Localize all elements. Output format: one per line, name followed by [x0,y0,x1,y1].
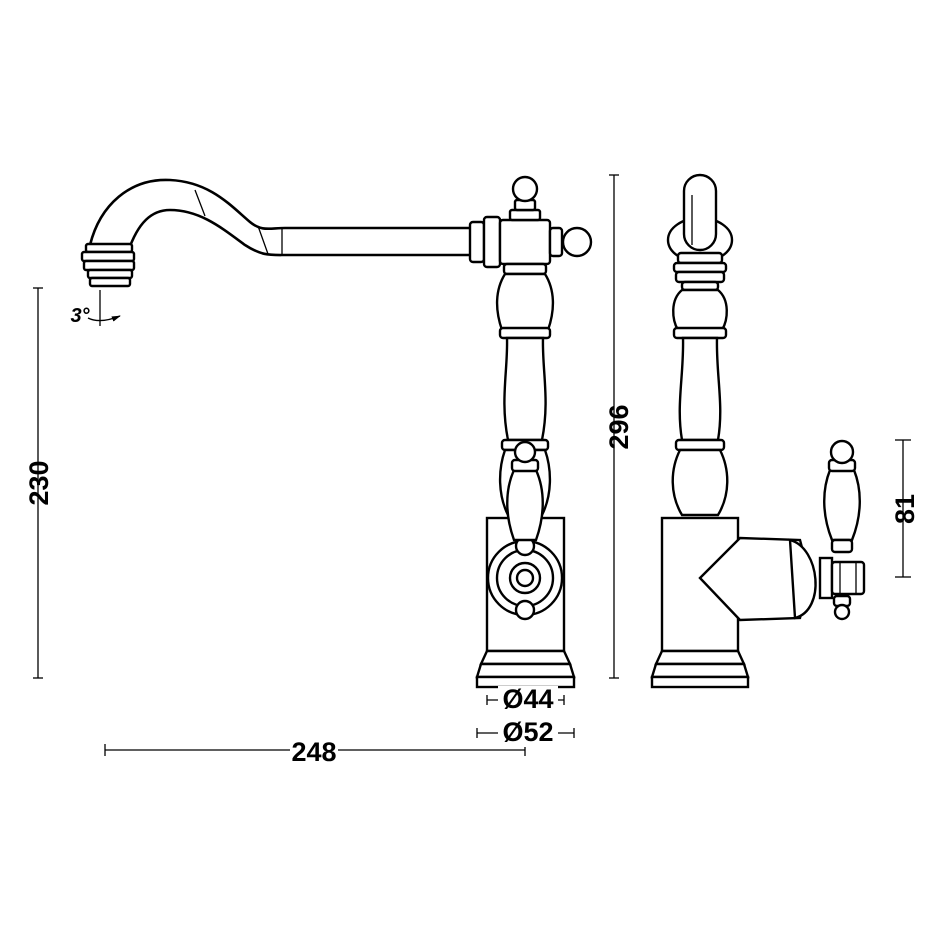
dimension-label-248: 248 [291,737,336,767]
angle-label-3deg: 3° [70,305,90,327]
front-spout [666,173,734,264]
front-base [650,439,866,689]
dimension-label-d52: Ø52 [502,717,553,747]
faucet-base [475,440,576,689]
side-view-faucet [80,175,593,689]
dimension-label-81: 81 [890,494,920,524]
front-body [671,288,729,517]
dimension-label-d44: Ø44 [502,684,553,714]
spout-hub [468,175,593,276]
dimension-label-230: 230 [24,460,54,505]
spout [80,178,475,326]
dimension-label-296: 296 [604,404,634,449]
front-view-faucet [650,173,866,689]
